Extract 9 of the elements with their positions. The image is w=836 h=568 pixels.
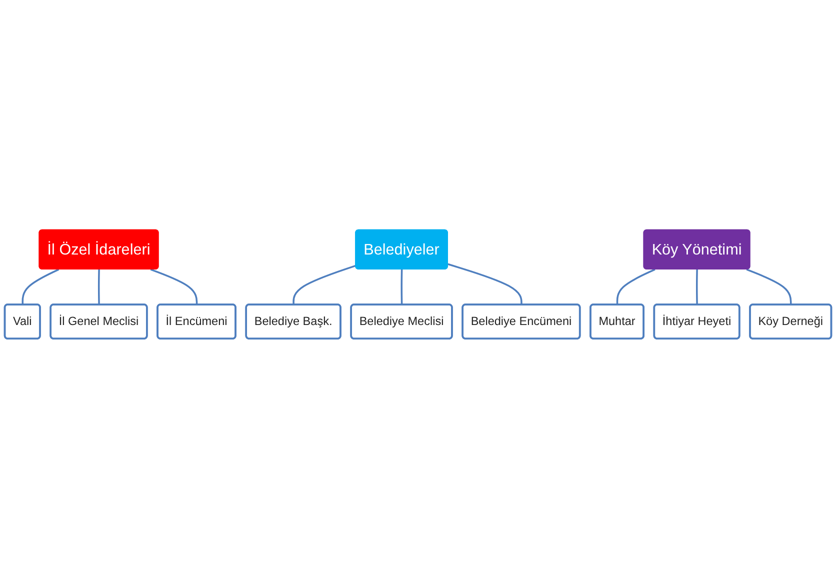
connector <box>448 263 522 305</box>
connector <box>22 268 60 305</box>
connector <box>98 269 100 305</box>
connector <box>616 268 656 305</box>
connector <box>696 269 698 305</box>
connector <box>400 269 403 305</box>
connector <box>150 268 198 305</box>
connector <box>292 264 356 305</box>
connector <box>746 268 792 305</box>
